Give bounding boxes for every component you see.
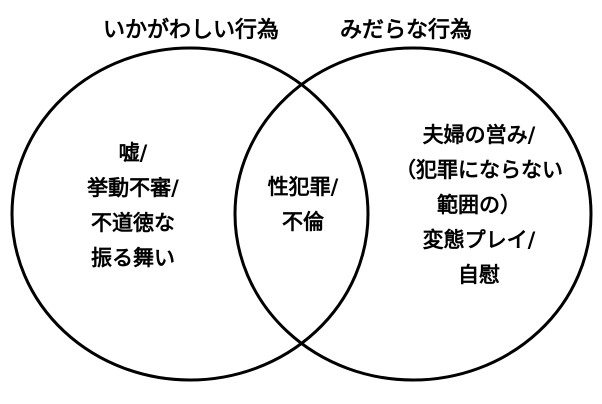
left-set-circle xyxy=(10,46,370,382)
left-region-line: 挙動不審/ xyxy=(87,176,179,200)
right-set-label: みだらな行為 xyxy=(340,18,473,43)
right-region-line: （犯罪にならない xyxy=(395,158,563,182)
intersection-region-line: 性犯罪/ xyxy=(267,175,339,199)
right-region-line: 夫婦の営み/ xyxy=(422,123,536,147)
right-only-region: 夫婦の営み/ （犯罪にならない 範囲の） 変態プレイ/ 自慰 xyxy=(384,118,574,293)
intersection-region-line: 不倫 xyxy=(282,210,324,234)
left-region-line: 振る舞い xyxy=(91,246,175,270)
left-region-line: 不道徳な xyxy=(91,211,175,235)
left-region-line: 嘘/ xyxy=(118,141,148,165)
right-region-line: 変態プレイ/ xyxy=(422,228,536,252)
left-only-region: 嘘/ 挙動不審/ 不道徳な 振る舞い xyxy=(68,136,198,276)
right-region-line: 範囲の） xyxy=(437,193,521,217)
right-region-line: 自慰 xyxy=(458,263,500,287)
left-set-label: いかがわしい行為 xyxy=(103,18,280,43)
intersection-region: 性犯罪/ 不倫 xyxy=(248,170,358,240)
right-set-circle xyxy=(233,46,593,382)
